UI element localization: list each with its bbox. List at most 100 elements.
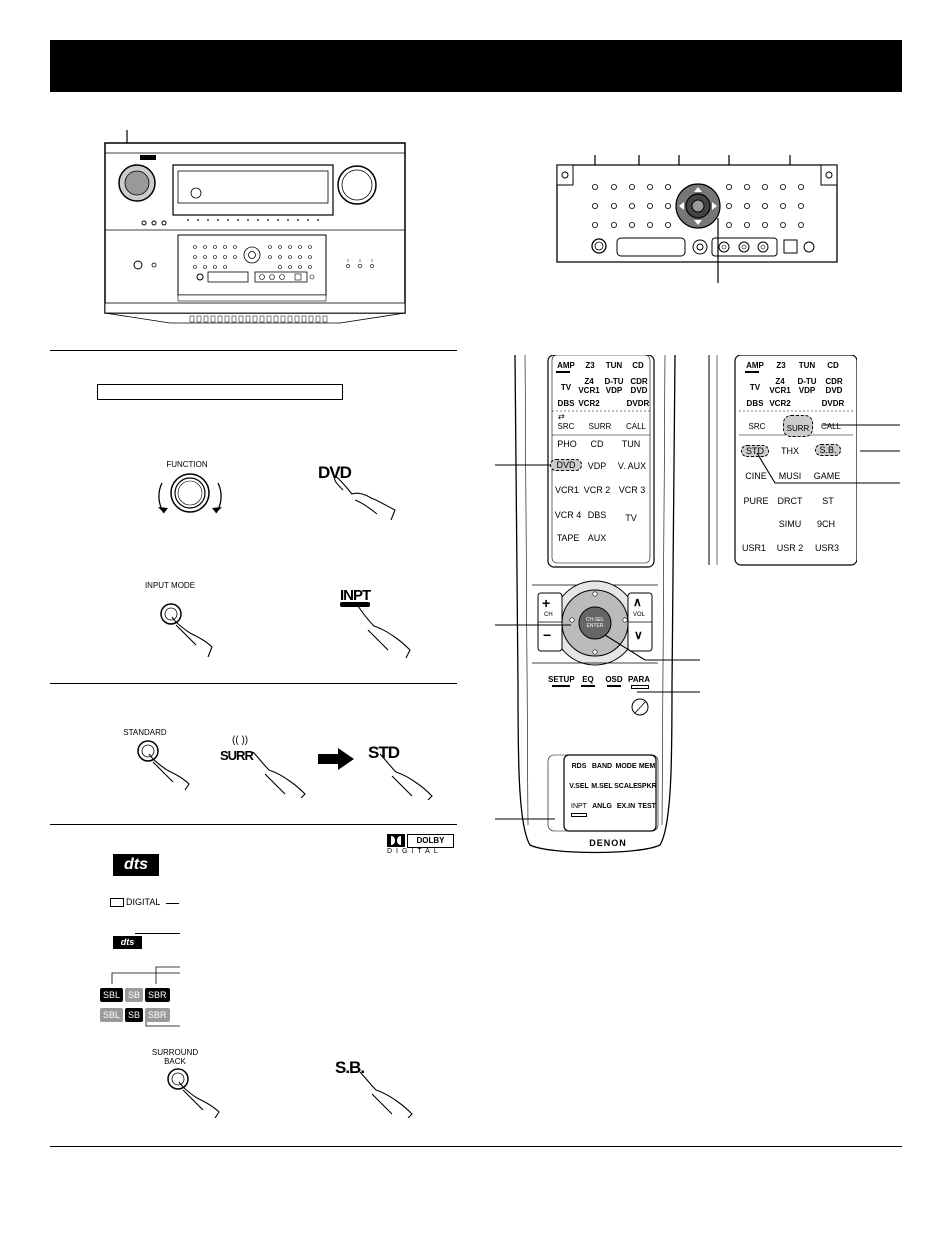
remote-key-z4-vcr1[interactable]: Z4 VCR1 [769,377,791,395]
remote-key-std[interactable]: STD [741,445,769,457]
remote-key-src[interactable]: SRC [557,422,575,431]
section-rule-3 [50,824,457,825]
remote-key-msel[interactable]: M.SEL [591,783,613,790]
sbr-chip: SBR [145,988,170,1002]
remote-key-rds[interactable]: RDS [571,763,587,770]
remote-key-sb[interactable]: S.B. [815,444,841,456]
remote-key-amp[interactable]: AMP [746,361,764,370]
remote-key-setup[interactable]: SETUP [548,675,575,684]
remote-key-dbs[interactable]: DBS [746,399,764,408]
remote-key-vcr2b[interactable]: VCR 2 [583,485,611,495]
remote-key-thx[interactable]: THX [781,446,799,456]
remote-key-band[interactable]: BAND [591,763,613,770]
remote-key-osd[interactable]: OSD [605,675,623,684]
remote-key-usr1[interactable]: USR1 [741,543,766,553]
remote-key-test[interactable]: TEST [638,803,656,810]
remote-key-spkr[interactable]: SPKR [637,783,657,790]
remote-key-cdr-dvd[interactable]: CDR DVD [630,377,648,395]
remote-key-dvdr[interactable]: DVDR [821,399,845,408]
remote-key-surr-highlight[interactable]: SURR [783,415,813,437]
remote-key-st[interactable]: ST [822,496,834,506]
remote-key-vcr2[interactable]: VCR2 [578,399,600,408]
remote-key-tv[interactable]: TV [749,383,761,392]
remote-key-9ch[interactable]: 9CH [816,519,835,529]
remote-key-mode[interactable]: MODE [615,763,637,770]
remote-key-anlg[interactable]: ANLG [592,803,612,810]
remote-key-amp[interactable]: AMP [557,361,575,370]
remote-key-vcr2[interactable]: VCR2 [769,399,791,408]
enter-button[interactable]: CH-SEL ENTER [585,617,605,629]
function-knob-illustration[interactable] [140,465,240,523]
input-mode-button[interactable] [160,603,220,658]
remote-key-cine[interactable]: CINE [745,471,767,481]
remote-key-z3[interactable]: Z3 [585,361,595,370]
eq-indicator [581,685,595,687]
vol-up-icon[interactable]: ∧ [633,595,642,609]
vol-label: VOL [633,612,646,618]
remote-key-tun2[interactable]: TUN [621,439,641,449]
remote-key-cd[interactable]: CD [632,361,644,370]
remote-key-mem[interactable]: MEM [638,763,656,770]
remote-key-dvdr[interactable]: DVDR [626,399,650,408]
pressing-hand-icon [252,751,306,798]
ch-up-icon[interactable]: + [542,595,551,611]
remote-key-tv[interactable]: TV [560,383,572,392]
sb-chip: SB [125,1008,144,1022]
remote-key-cdr-dvd[interactable]: CDR DVD [825,377,843,395]
remote-key-dtu-vdp[interactable]: D-TU VDP [797,377,817,395]
remote-key-z4-vcr1[interactable]: Z4 VCR1 [578,377,600,395]
remote-key-dtu-vdp[interactable]: D-TU VDP [604,377,624,395]
remote-key-aux[interactable]: AUX [587,533,607,543]
dolby-digital-logo: DOLBY DIGITAL [387,834,455,856]
remote-key-cd2[interactable]: CD [590,439,604,449]
remote-key-usr2[interactable]: USR 2 [776,543,804,553]
section-rule-2 [50,683,457,684]
remote-key-call[interactable]: CALL [625,422,646,431]
remote-key-vaux[interactable]: V. AUX [617,461,647,471]
remote-key-game[interactable]: GAME [813,471,841,481]
sb-key-label: S.B. [335,1058,365,1077]
remote-key-vcr4[interactable]: VCR 4 [554,510,582,520]
ch-down-icon[interactable]: − [543,627,552,643]
remote-key-usr3[interactable]: USR3 [814,543,839,553]
ch-label: CH [544,612,553,618]
remote-left-callouts [495,464,700,820]
sbr-chip: SBR [145,1008,170,1022]
remote-key-inpt[interactable]: INPT [571,803,587,810]
remote-key-surr[interactable]: SURR [588,422,612,431]
remote-key-eq[interactable]: EQ [582,675,594,684]
remote-key-vcr1[interactable]: VCR1 [554,485,579,495]
remote-key-pure[interactable]: PURE [743,496,769,506]
sbl-chip: SBL [100,988,124,1002]
remote-key-tun[interactable]: TUN [605,361,623,370]
remote-key-vcr3[interactable]: VCR 3 [618,485,646,495]
remote-key-pho[interactable]: PHO [557,439,577,449]
remote-key-scale[interactable]: SCALE [614,783,638,790]
remote-key-dbs2[interactable]: DBS [587,510,607,520]
remote-key-simu[interactable]: SIMU [778,519,802,529]
remote-key-cd[interactable]: CD [827,361,839,370]
surround-back-button[interactable] [167,1068,227,1118]
function-label: FUNCTION [166,460,208,469]
para-indicator [631,685,649,689]
osd-indicator [607,685,621,687]
surr-key-label: SURR [220,748,254,763]
remote-key-tv2[interactable]: TV [625,513,637,523]
remote-key-src[interactable]: SRC [748,422,766,431]
inpt-key-press[interactable] [340,600,420,658]
remote-key-tun[interactable]: TUN [798,361,816,370]
remote-key-call[interactable]: CALL [820,422,841,431]
remote-key-tape[interactable]: TAPE [556,533,580,543]
remote-key-drct[interactable]: DRCT [777,496,803,506]
remote-key-dbs[interactable]: DBS [557,399,575,408]
remote-key-vdp[interactable]: VDP [587,461,607,471]
remote-key-musi[interactable]: MUSI [778,471,802,481]
remote-key-para[interactable]: PARA [627,675,651,684]
remote-key-z3[interactable]: Z3 [776,361,786,370]
standard-button[interactable] [137,740,197,790]
small-dts-logo: dts [113,936,142,949]
remote-key-vsel[interactable]: V.SEL [569,783,589,790]
vol-down-icon[interactable]: ∨ [634,628,643,642]
inpt-indicator [571,813,587,817]
remote-key-exin[interactable]: EX.IN [616,803,636,810]
